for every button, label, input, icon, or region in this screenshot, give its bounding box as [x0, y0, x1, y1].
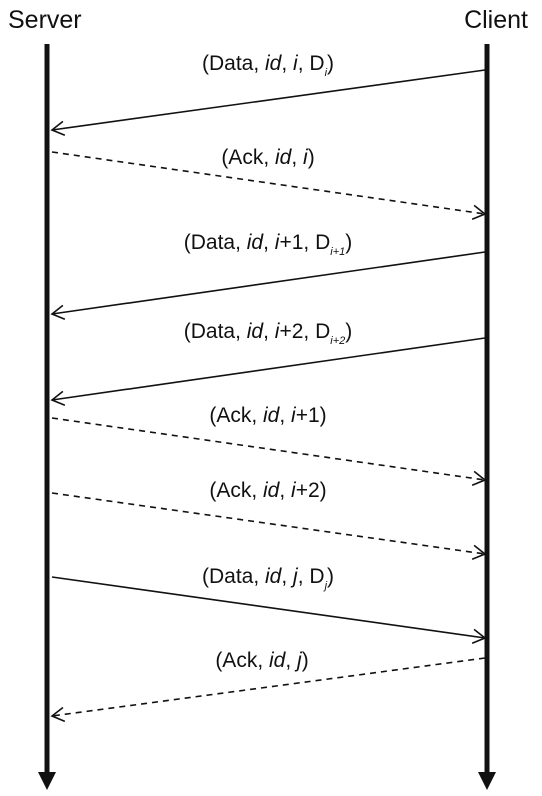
msg-sep: , [279, 479, 292, 502]
msg-seq-var: i [274, 231, 280, 254]
client-lifeline-arrowhead [478, 772, 496, 790]
msg-sep: , [263, 320, 275, 343]
msg-seq-suffix: +1 [295, 404, 320, 427]
message-arrow-5 [51, 417, 487, 486]
msg-data-prefix: , D [297, 52, 325, 75]
client-label: Client [464, 6, 528, 34]
msg-data-prefix: , D [303, 320, 331, 343]
message-arrow-2 [51, 151, 487, 220]
msg-data-subscript: i+1 [330, 246, 346, 258]
msg-open: (Ack, [215, 649, 269, 672]
msg-id: id [263, 479, 280, 502]
msg-open: (Data, [183, 320, 247, 343]
msg-id: id [246, 320, 264, 343]
msg-sep: , [281, 565, 294, 588]
msg-seq-var: i [274, 320, 280, 343]
msg-open: (Ack, [221, 146, 275, 169]
message-arrow-8 [50, 657, 486, 723]
msg-close: ) [327, 565, 335, 588]
msg-open: (Ack, [209, 479, 264, 502]
msg-sep: , [263, 231, 275, 254]
msg-sep: , [291, 146, 304, 169]
msg-id: id [263, 404, 280, 427]
msg-seq-var: i [303, 146, 308, 169]
msg-close: ) [345, 231, 353, 254]
msg-seq-suffix: +2 [279, 320, 304, 343]
message-arrow-3 [50, 251, 486, 320]
message-arrow-6 [51, 492, 487, 560]
message-label-5: (Ack, id, i+1) [209, 404, 326, 431]
msg-data-subscript: j [324, 580, 328, 592]
server-label: Server [8, 6, 82, 34]
msg-close: ) [345, 320, 353, 343]
msg-sep: , [281, 52, 294, 75]
msg-close: ) [319, 404, 327, 427]
msg-close: ) [327, 52, 335, 75]
message-label-7: (Data, id, j, Dj) [202, 565, 334, 592]
msg-seq-var: i [291, 479, 296, 502]
message-arrow-4 [50, 337, 486, 406]
message-label-4: (Data, id, i+2, Di+2) [184, 320, 353, 347]
message-arrow-1 [50, 69, 486, 137]
msg-data-subscript: i+2 [330, 335, 346, 347]
msg-open: (Data, [201, 565, 266, 588]
msg-open: (Data, [201, 52, 266, 75]
message-label-6: (Ack, id, i+2) [209, 479, 326, 506]
msg-seq-suffix: +1 [279, 231, 304, 254]
message-label-3: (Data, id, i+1, Di+1) [184, 231, 353, 258]
msg-data-subscript: i [324, 67, 328, 79]
msg-seq-var: i [293, 52, 298, 75]
msg-id: id [274, 146, 292, 169]
server-lifeline-arrowhead [38, 772, 56, 790]
msg-sep: , [285, 649, 298, 672]
msg-sep: , [279, 404, 292, 427]
msg-close: ) [301, 649, 309, 672]
msg-seq-var: j [297, 649, 302, 672]
message-label-2: (Ack, id, i) [221, 146, 314, 173]
msg-id: id [265, 52, 282, 75]
msg-close: ) [307, 146, 315, 169]
msg-seq-var: j [293, 565, 298, 588]
message-label-8: (Ack, id, j) [215, 649, 308, 676]
msg-seq-suffix: +2 [295, 479, 320, 502]
msg-data-prefix: , D [297, 565, 325, 588]
msg-close: ) [319, 479, 327, 502]
msg-id: id [265, 565, 282, 588]
msg-seq-var: i [291, 404, 296, 427]
msg-open: (Data, [183, 231, 247, 254]
message-arrow-7 [51, 576, 487, 644]
msg-id: id [268, 649, 286, 672]
msg-open: (Ack, [209, 404, 264, 427]
message-label-1: (Data, id, i, Di) [202, 52, 334, 79]
msg-data-prefix: , D [303, 231, 331, 254]
msg-id: id [246, 231, 264, 254]
